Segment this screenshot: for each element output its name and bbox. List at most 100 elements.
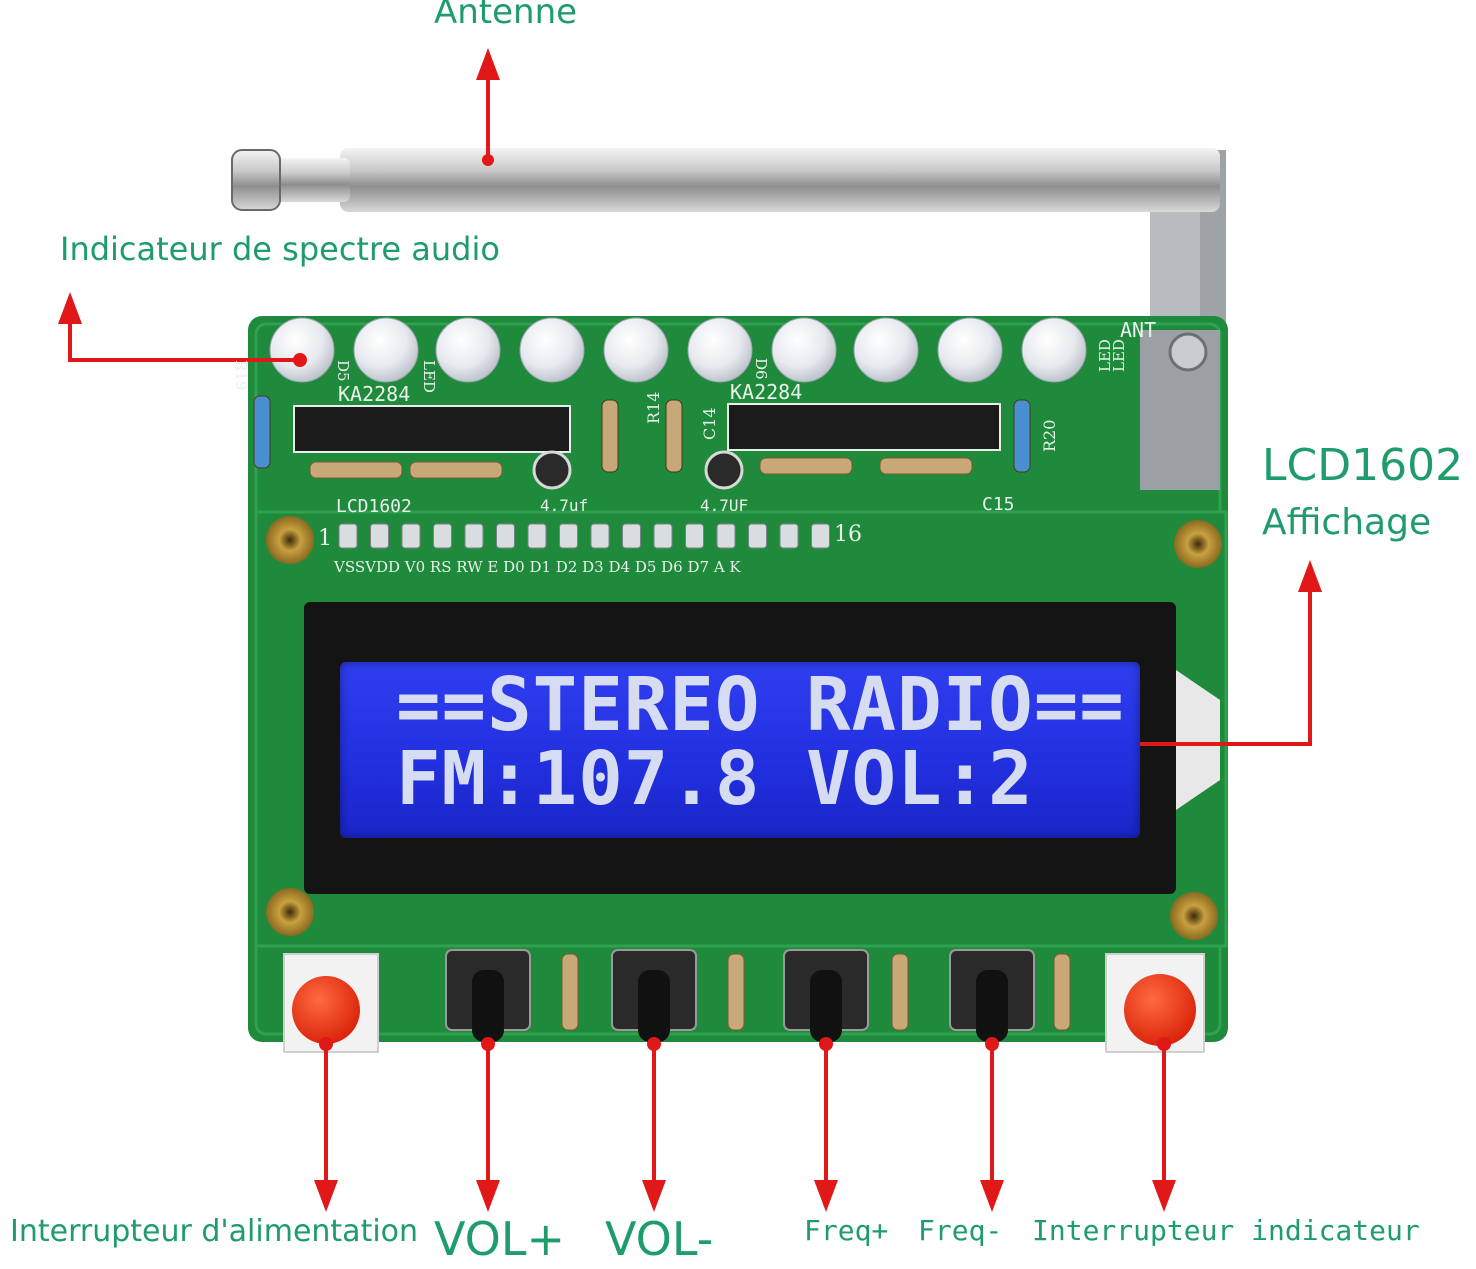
header-pin-5 — [464, 523, 484, 549]
d6-silk: D6 — [752, 358, 770, 380]
label-power-switch: Interrupteur d'alimentation — [10, 1214, 419, 1249]
header-pin-8 — [559, 523, 578, 549]
arrow-heads — [58, 48, 1322, 1212]
antenna-rod — [340, 148, 1220, 212]
led-c-silk: LED — [1096, 339, 1114, 372]
label-antenna: Antenne — [434, 0, 578, 32]
tact-switch-stem-1 — [472, 970, 504, 1042]
header-pin-1 — [338, 523, 358, 549]
arrowhead-indicator-switch — [1152, 1180, 1176, 1212]
lcd-model-silk: LCD1602 — [336, 496, 412, 517]
label-freq-plus: Freq+ — [804, 1214, 889, 1247]
tact-switch-stem-4 — [976, 970, 1008, 1042]
callout-arrows — [68, 78, 1312, 1192]
resistor-group — [253, 395, 1071, 1031]
header-pin-11 — [653, 523, 673, 549]
lcd-backlight-tab — [1176, 670, 1220, 810]
arrowhead-vol-minus — [642, 1180, 666, 1212]
arrowhead-power-switch — [314, 1180, 338, 1212]
spectrum-led-10 — [1021, 317, 1087, 383]
spectrum-led-3 — [435, 317, 501, 383]
arrow-dot-power-switch — [319, 1037, 333, 1051]
spectrum-led-9 — [937, 317, 1003, 383]
label-freq-minus: Freq- — [918, 1214, 1003, 1247]
header-pin-10 — [622, 523, 641, 549]
resistor-bottom-1 — [561, 953, 579, 1031]
header-pin-7 — [527, 523, 547, 549]
led-a-silk: LED — [420, 360, 438, 393]
arrow-dot-freq-minus — [985, 1037, 999, 1051]
resistor-bottom-3 — [891, 953, 909, 1031]
arrow-dot-vol-minus — [647, 1037, 661, 1051]
cap-right-silk: 4.7UF — [700, 496, 749, 515]
header-pin-9 — [590, 523, 610, 549]
arrowhead-freq-minus — [980, 1180, 1004, 1212]
spectrum-led-7 — [771, 317, 837, 383]
label-display: Affichage — [1262, 502, 1432, 543]
antenna-rod-section — [270, 158, 350, 202]
arrowhead-freq-plus — [814, 1180, 838, 1212]
label-indicator-switch: Interrupteur indicateur — [1032, 1214, 1420, 1247]
label-vol-plus: VOL+ — [434, 1212, 566, 1266]
resistor-bottom-2 — [727, 953, 745, 1031]
mount-hole-top-right — [1174, 520, 1222, 568]
ic-chip-right — [727, 403, 1001, 451]
mount-hole-bottom-right — [1170, 892, 1218, 940]
resistor-bottom-4 — [1053, 953, 1071, 1031]
tactile-buttons — [445, 949, 1035, 1042]
indicator-switch-button[interactable] — [1124, 974, 1196, 1046]
header-pin-16 — [811, 523, 830, 549]
pin-first-silk: 1 — [318, 526, 332, 551]
resistor-v-3 — [253, 395, 271, 469]
header-pin-4 — [433, 523, 452, 549]
resistor-h-4 — [879, 457, 973, 475]
capacitor-right — [704, 450, 744, 490]
lcd-line-2: FM:107.8 VOL:2 — [396, 736, 1034, 822]
antenna-screw — [1168, 332, 1208, 372]
lcd-line-1: ==STEREO RADIO== — [396, 662, 1125, 748]
resistor-v-1 — [601, 399, 619, 473]
header-pin-13 — [716, 523, 736, 549]
lcd-header-pins — [338, 523, 830, 549]
cap-left-silk: 4.7uf — [540, 496, 589, 515]
label-vol-minus: VOL- — [605, 1212, 714, 1266]
header-pin-14 — [748, 523, 767, 549]
ant-silk: ANT — [1120, 318, 1157, 342]
arrow-spectrum — [68, 320, 300, 362]
lcd-screen: ==STEREO RADIO== FM:107.8 VOL:2 — [340, 662, 1140, 838]
spectrum-led-5 — [603, 317, 669, 383]
c14-silk: C14 — [700, 407, 719, 440]
arrow-dot-spectrum — [293, 353, 307, 367]
resistor-v-2 — [665, 399, 683, 473]
tact-switch-stem-3 — [810, 970, 842, 1042]
header-pin-6 — [496, 523, 515, 549]
spectrum-led-1 — [269, 317, 335, 383]
arrow-dot-freq-plus — [819, 1037, 833, 1051]
resistor-h-2 — [409, 461, 503, 479]
ic-label-left: KA2284 — [338, 382, 411, 406]
arrow-lcd — [1120, 590, 1312, 746]
spectrum-led-2 — [353, 317, 419, 383]
ic-label-right: KA2284 — [730, 380, 803, 404]
label-spectrum-indicator: Indicateur de spectre audio — [60, 230, 500, 268]
power-switch-button[interactable] — [292, 976, 360, 1044]
arrowhead-spectrum — [58, 292, 82, 324]
label-lcd-model: LCD1602 — [1262, 440, 1464, 491]
resistor-h-1 — [309, 461, 403, 479]
spectrum-led-row — [269, 317, 1087, 383]
header-pin-3 — [401, 523, 421, 549]
r14-silk: R14 — [644, 391, 663, 424]
pin-last-silk: 16 — [834, 522, 862, 547]
header-pin-2 — [370, 523, 389, 549]
arrow-dot-vol-plus — [481, 1037, 495, 1051]
arrow-dot-indicator-switch — [1157, 1037, 1171, 1051]
header-pin-12 — [685, 523, 704, 549]
pin-names-silk: VSSVDD V0 RS RW E D0 D1 D2 D3 D4 D5 D6 D… — [334, 558, 741, 576]
arrowhead-antenna — [476, 48, 500, 80]
resistor-v-4 — [1013, 399, 1031, 473]
mount-hole-top-left — [266, 516, 314, 564]
arrow-dot-antenna — [482, 154, 494, 166]
r20-silk: R20 — [1040, 419, 1059, 452]
resistor-h-3 — [759, 457, 853, 475]
